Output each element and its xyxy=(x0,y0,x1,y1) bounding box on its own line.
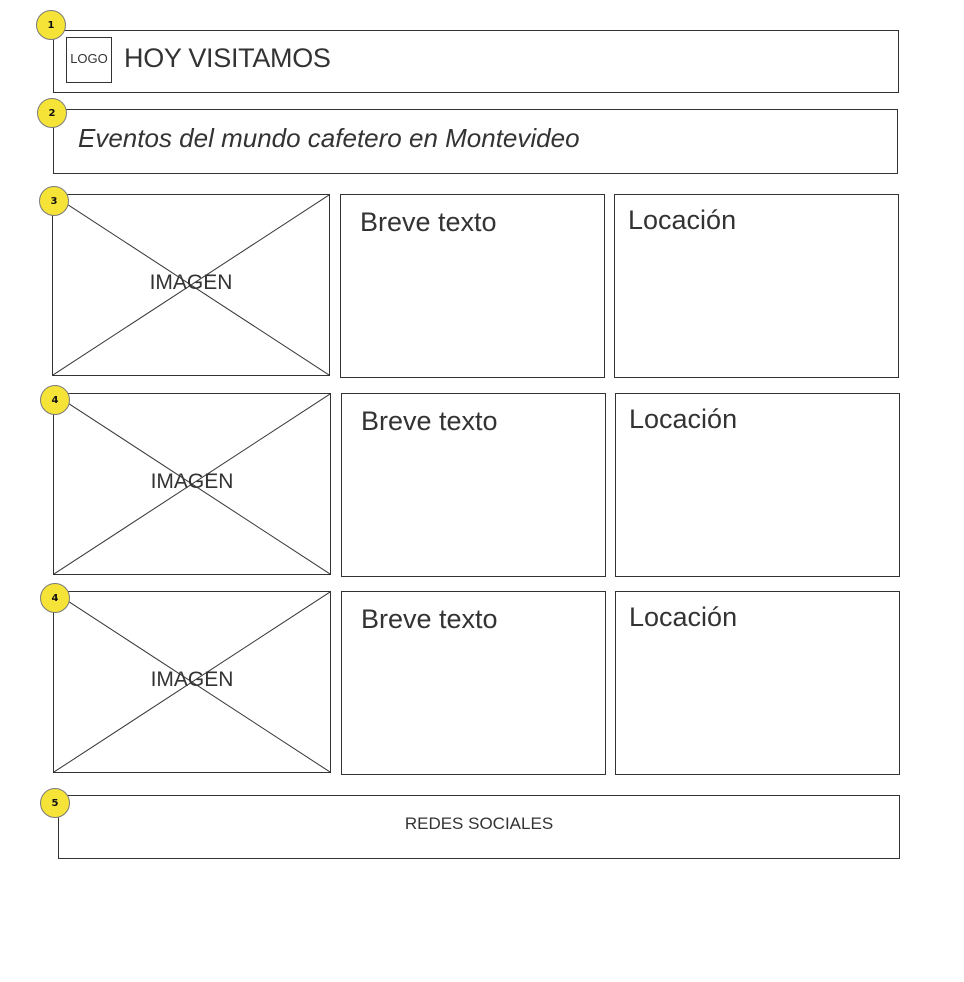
logo-placeholder[interactable]: LOGO xyxy=(66,37,112,83)
annotation-marker-4b: 4 xyxy=(40,583,70,613)
image-cross-icon xyxy=(54,394,330,574)
event-image-placeholder-2[interactable]: IMAGEN xyxy=(53,393,331,575)
event-short-text: Breve texto xyxy=(361,406,498,436)
subtitle-bar: Eventos del mundo cafetero en Montevideo xyxy=(53,109,898,174)
logo-label: LOGO xyxy=(70,50,108,66)
image-label: IMAGEN xyxy=(150,668,234,691)
annotation-marker-1: 1 xyxy=(36,10,66,40)
image-cross-icon xyxy=(53,195,329,375)
event-location-card-3: Locación xyxy=(615,591,900,775)
event-text-card-1: Breve texto xyxy=(340,194,605,378)
annotation-marker-2: 2 xyxy=(37,98,67,128)
page-subtitle: Eventos del mundo cafetero en Montevideo xyxy=(78,123,580,153)
image-label: IMAGEN xyxy=(150,470,234,493)
event-location-card-1: Locación xyxy=(614,194,899,378)
event-location: Locación xyxy=(629,404,738,434)
image-cross-icon xyxy=(54,592,330,772)
event-text-card-2: Breve texto xyxy=(341,393,606,577)
social-footer[interactable]: REDES SOCIALES xyxy=(58,795,900,859)
annotation-marker-3: 3 xyxy=(39,186,69,216)
annotation-marker-5: 5 xyxy=(40,788,70,818)
event-text-card-3: Breve texto xyxy=(341,591,606,775)
event-image-placeholder-3[interactable]: IMAGEN xyxy=(53,591,331,773)
event-location: Locación xyxy=(628,205,737,235)
event-short-text: Breve texto xyxy=(361,604,498,634)
image-label: IMAGEN xyxy=(149,271,233,294)
event-location: Locación xyxy=(629,602,738,632)
header-bar: LOGO HOY VISITAMOS xyxy=(53,30,899,93)
event-image-placeholder-1[interactable]: IMAGEN xyxy=(52,194,330,376)
event-location-card-2: Locación xyxy=(615,393,900,577)
site-title: HOY VISITAMOS xyxy=(124,43,331,73)
social-footer-label: REDES SOCIALES xyxy=(404,814,554,833)
event-short-text: Breve texto xyxy=(360,207,497,237)
annotation-marker-4: 4 xyxy=(40,385,70,415)
